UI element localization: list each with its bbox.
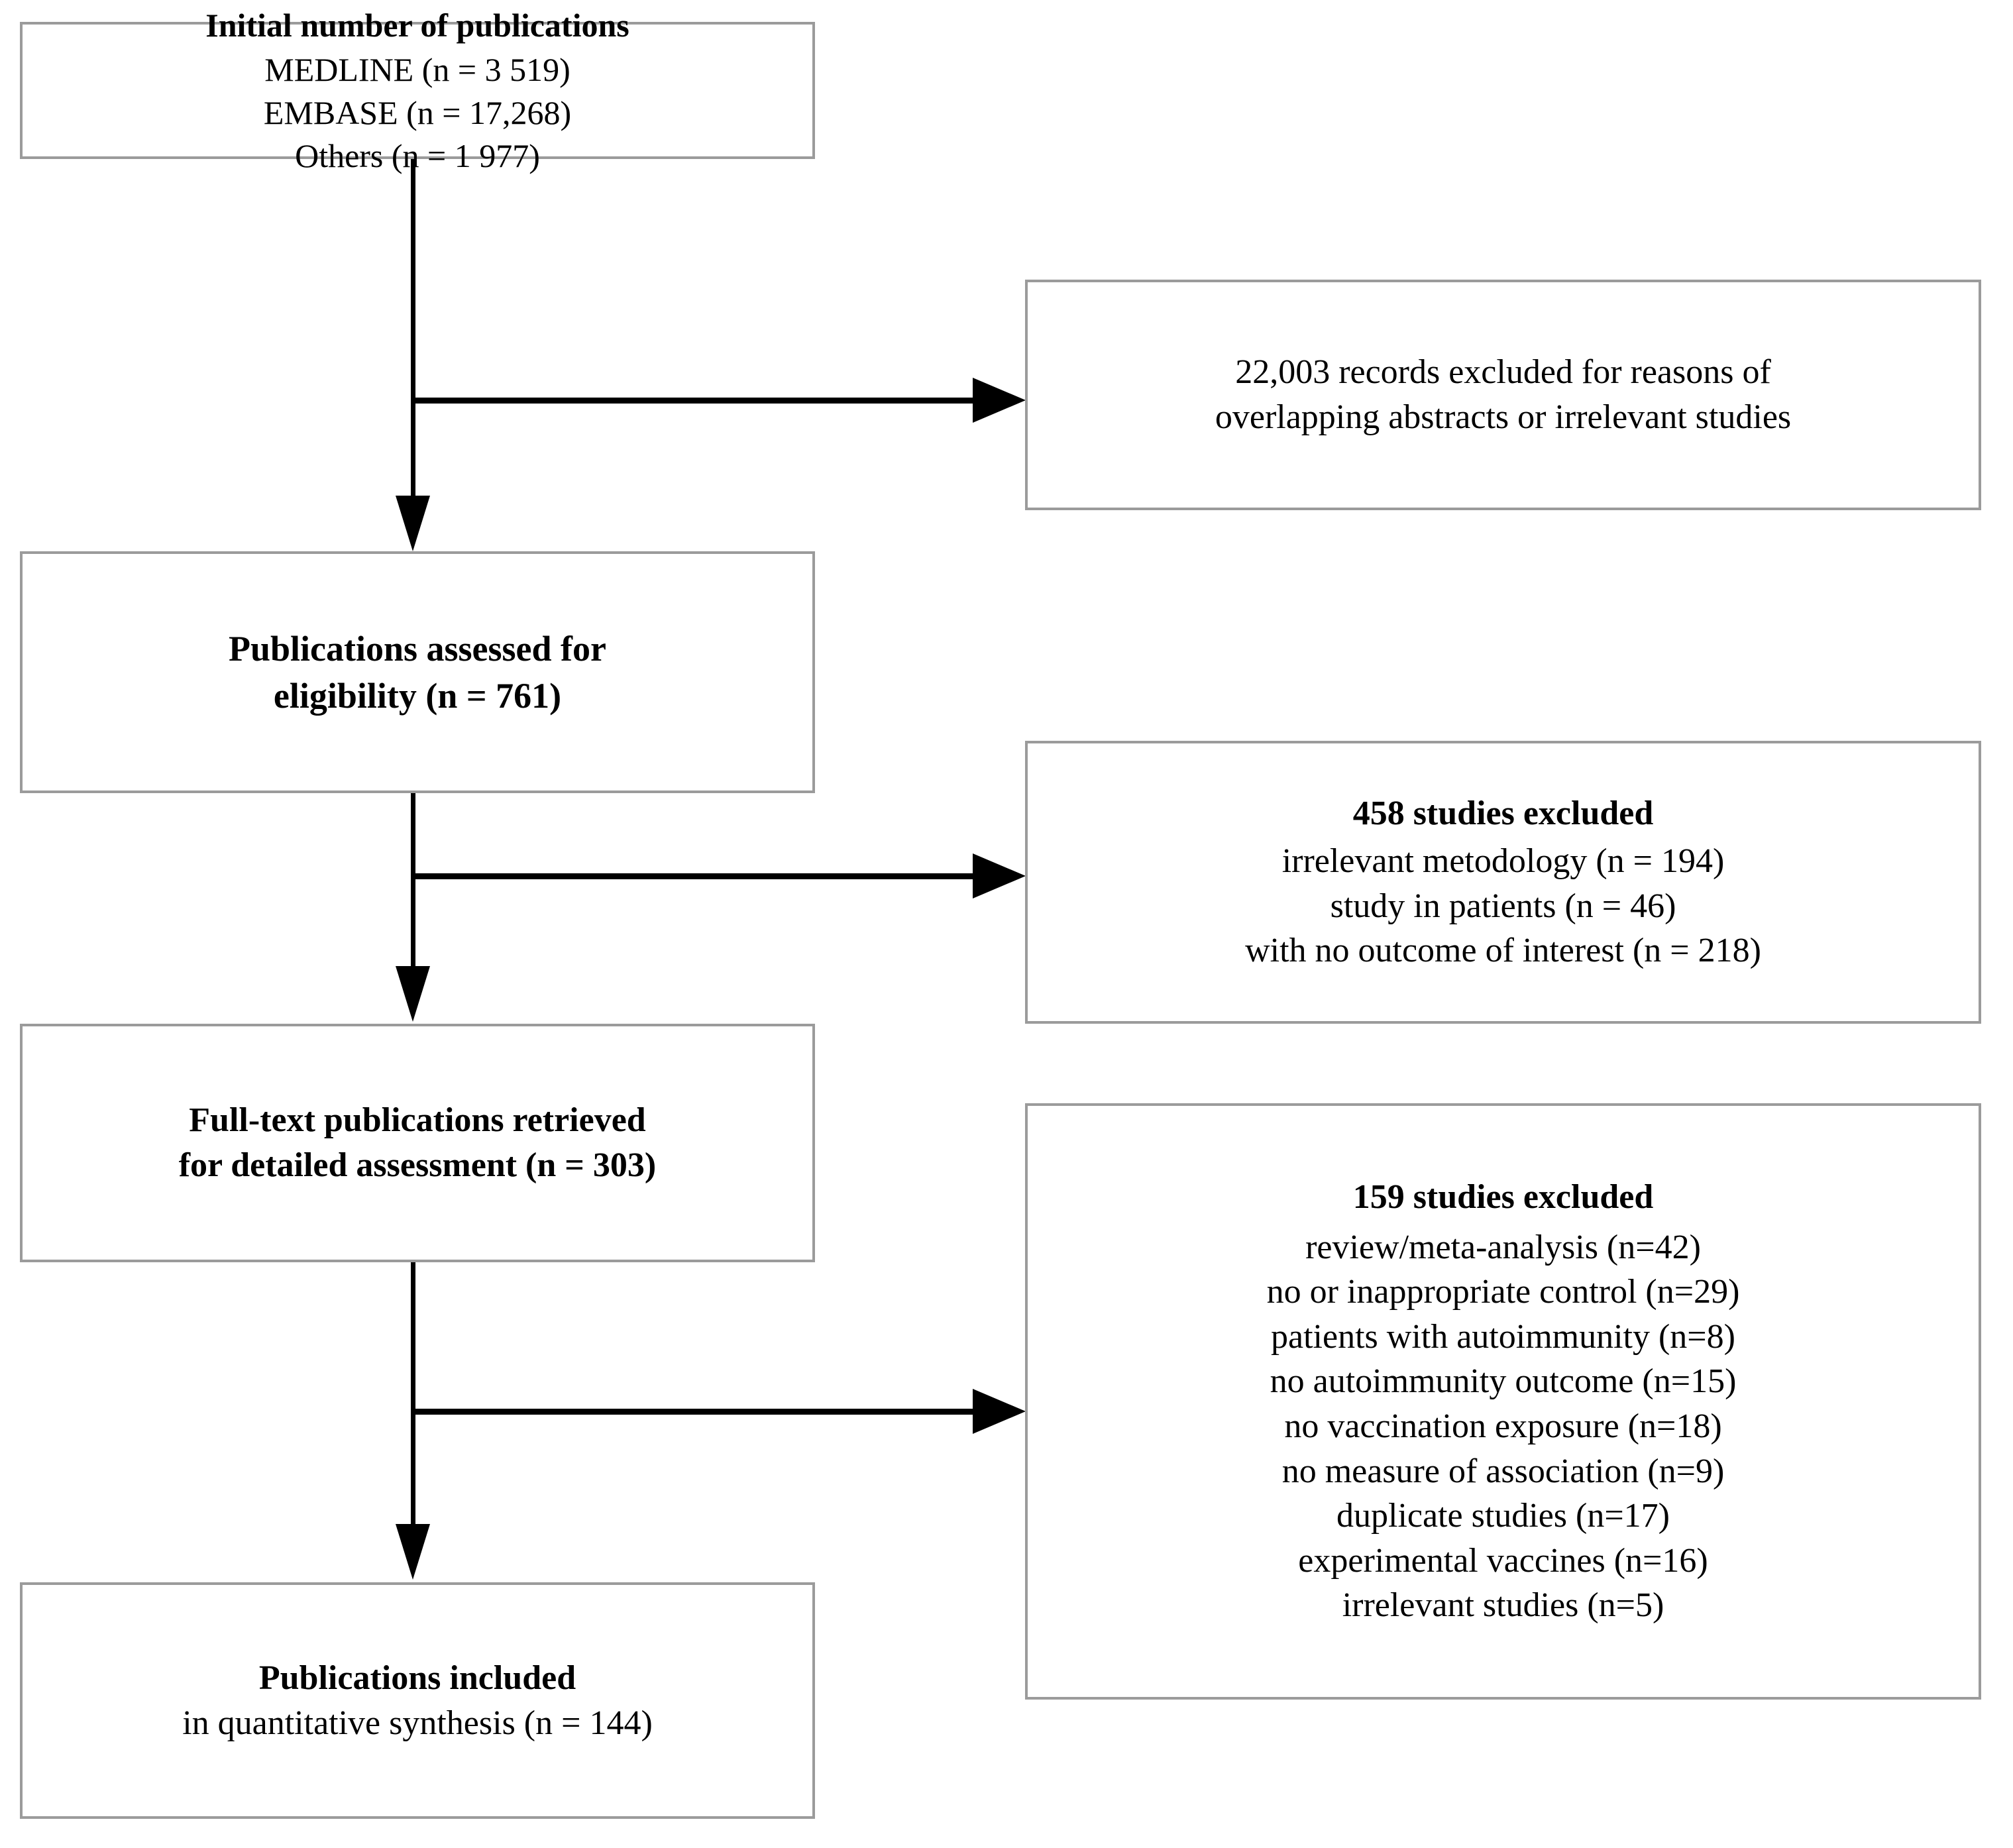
arrowhead-right-to-excluded-3 — [973, 1389, 1026, 1434]
connector-fulltext-to-included — [411, 1262, 415, 1526]
node-assessed-line-2: eligibility (n = 761) — [273, 675, 562, 716]
node-fulltext-publications: Full-text publications retrieved for det… — [20, 1024, 815, 1262]
node-fulltext-line-2: for detailed assessment (n = 303) — [178, 1146, 657, 1184]
node-initial-line-medline: MEDLINE (n = 3 519) — [264, 50, 571, 88]
node-excluded-2-reason-3: with no outcome of interest (n = 218) — [1245, 932, 1761, 970]
node-excluded-2-reason-2: study in patients (n = 46) — [1330, 887, 1676, 925]
node-excluded-3-reason-1: review/meta-analysis (n=42) — [1305, 1228, 1701, 1266]
node-excluded-3-reason-5: no vaccination exposure (n=18) — [1284, 1407, 1722, 1445]
arrowhead-down-to-assessed — [396, 496, 430, 551]
node-included-line-1: in quantitative synthesis (n = 144) — [182, 1704, 653, 1742]
arrowhead-down-to-included — [396, 1524, 430, 1580]
node-initial-line-embase: EMBASE (n = 17,268) — [263, 93, 572, 131]
node-initial-header: Initial number of publications — [205, 6, 629, 44]
connector-initial-to-excluded-1 — [411, 398, 974, 404]
node-excluded-3-reason-2: no or inappropriate control (n=29) — [1266, 1273, 1740, 1311]
connector-initial-to-assessed — [411, 159, 415, 498]
node-fulltext-line-1: Full-text publications retrieved — [189, 1101, 646, 1140]
connector-fulltext-to-excluded-3 — [411, 1409, 974, 1415]
node-assessed-line-1: Publications assessed for — [228, 629, 607, 669]
node-included-header: Publications included — [258, 1658, 576, 1697]
node-excluded-2-header: 458 studies excluded — [1352, 794, 1654, 833]
node-excluded-3-reason-9: irrelevant studies (n=5) — [1342, 1586, 1664, 1625]
node-excluded-3-reason-6: no measure of association (n=9) — [1281, 1452, 1725, 1490]
arrowhead-right-to-excluded-1 — [973, 378, 1026, 423]
node-excluded-3-header: 159 studies excluded — [1352, 1178, 1654, 1217]
node-excluded-1-line-2: overlapping abstracts or irrelevant stud… — [1215, 398, 1792, 436]
node-publications-assessed: Publications assessed for eligibility (n… — [20, 551, 815, 793]
node-excluded-1-line-1: 22,003 records excluded for reasons of — [1235, 353, 1771, 392]
arrowhead-right-to-excluded-2 — [973, 853, 1026, 898]
node-initial-line-others: Others (n = 1 977) — [295, 136, 540, 174]
connector-assessed-to-excluded-2 — [411, 873, 974, 879]
node-records-excluded-screening: 22,003 records excluded for reasons of o… — [1025, 280, 1981, 510]
node-excluded-3-reason-4: no autoimmunity outcome (n=15) — [1270, 1362, 1737, 1401]
node-excluded-2-reason-1: irrelevant metodology (n = 194) — [1281, 842, 1725, 880]
node-excluded-3-reason-8: experimental vaccines (n=16) — [1298, 1541, 1708, 1580]
node-excluded-3-reason-7: duplicate studies (n=17) — [1336, 1497, 1670, 1535]
node-publications-included: Publications included in quantitative sy… — [20, 1582, 815, 1819]
node-studies-excluded-eligibility: 458 studies excluded irrelevant metodolo… — [1025, 741, 1981, 1024]
node-studies-excluded-fulltext: 159 studies excluded review/meta-analysi… — [1025, 1103, 1981, 1700]
connector-assessed-to-fulltext — [411, 793, 415, 969]
arrowhead-down-to-fulltext — [396, 966, 430, 1022]
node-excluded-3-reason-3: patients with autoimmunity (n=8) — [1271, 1317, 1735, 1356]
node-initial-publications: Initial number of publications MEDLINE (… — [20, 7, 815, 174]
